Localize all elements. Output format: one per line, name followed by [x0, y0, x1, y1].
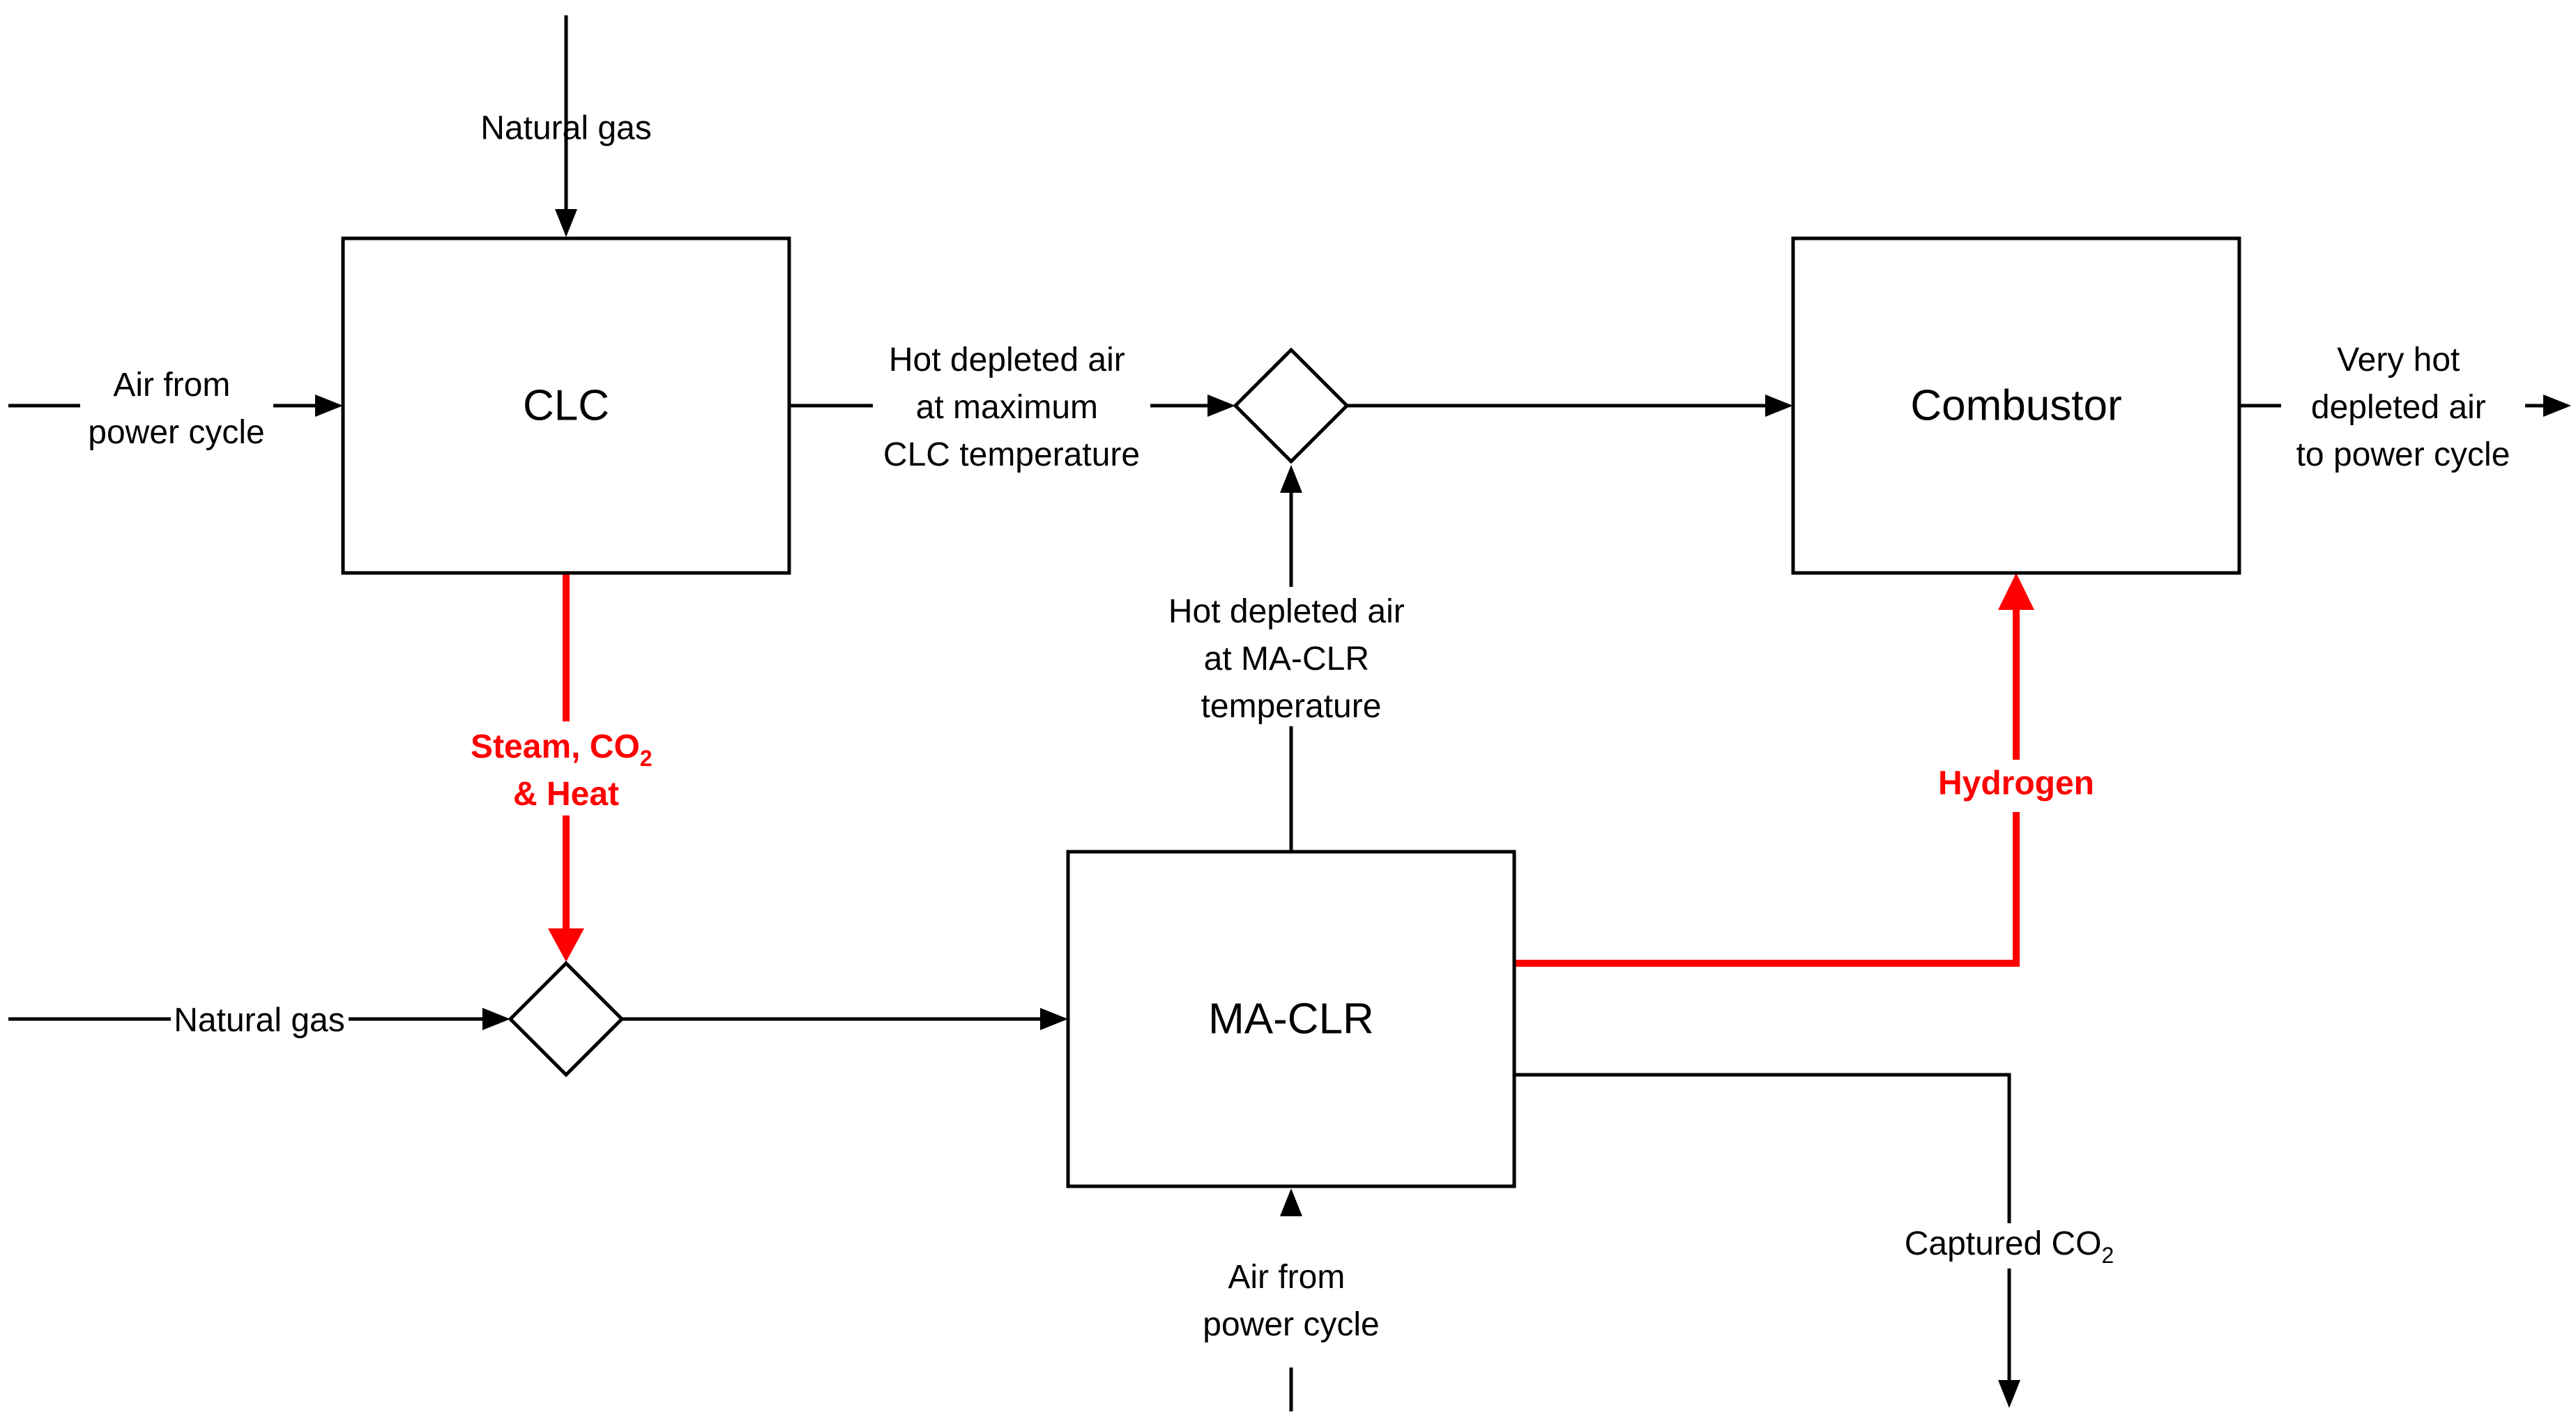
captured-co2-arrowhead — [1998, 1380, 2020, 1408]
steam-co2-heat-line-2: & Heat — [513, 776, 619, 813]
clc-outlet-arrowhead — [1207, 395, 1235, 417]
very-hot-depleted-air-line-1: Very hot — [2337, 342, 2460, 378]
very-hot-depleted-air-label: Very hot depleted air to power cycle — [2296, 342, 2510, 473]
captured-co2-prefix: Captured CO — [1905, 1225, 2102, 1262]
captured-co2-label: Captured CO2 — [1905, 1225, 2114, 1268]
natural-gas-bottom-arrowhead — [482, 1008, 510, 1030]
hot-depleted-air-ma-clr-line-1: Hot depleted air — [1168, 593, 1405, 630]
steam-co2-heat-line-1: Steam, CO2 — [471, 728, 653, 771]
ma-clr-to-mixer-arrowhead — [1280, 465, 1302, 493]
air-from-power-cycle-left-label: Air from power cycle — [88, 367, 264, 451]
combustor-outlet-arrowhead — [2543, 395, 2571, 417]
very-hot-depleted-air-line-2: depleted air — [2311, 389, 2486, 426]
hydrogen-line-a — [1514, 812, 2020, 967]
ma-clr-label: MA-CLR — [1208, 995, 1374, 1043]
combustor-label: Combustor — [1910, 382, 2121, 430]
clc-block — [341, 236, 791, 575]
captured-co2-line-a — [1514, 1073, 2011, 1223]
top-mixer-junction — [1233, 347, 1350, 464]
natural-gas-top-arrowhead — [555, 209, 577, 237]
air-bottom-line-2: power cycle — [1203, 1306, 1379, 1343]
hot-depleted-air-ma-clr-label: Hot depleted air at MA-CLR temperature — [1168, 593, 1414, 725]
air-bottom-arrowhead — [1280, 1188, 1302, 1216]
hot-depleted-air-max-clc-label: Hot depleted air at maximum CLC temperat… — [883, 342, 1140, 473]
mixer-to-combustor-arrowhead — [1765, 395, 1793, 417]
ma-clr-block — [1066, 850, 1516, 1188]
air-from-power-cycle-bottom-label: Air from power cycle — [1203, 1259, 1379, 1343]
hot-depleted-air-max-clc-line-3: CLC temperature — [883, 436, 1140, 473]
natural-gas-bottom-label: Natural gas — [174, 1002, 344, 1039]
air-left-line-1: Air from — [113, 367, 230, 404]
mixer-to-ma-clr-arrowhead — [1040, 1008, 1068, 1030]
air-left-arrowhead — [315, 395, 343, 417]
clc-label: CLC — [523, 382, 609, 430]
very-hot-depleted-air-line-3: to power cycle — [2296, 436, 2510, 473]
natural-gas-top-label: Natural gas — [480, 110, 651, 147]
hot-depleted-air-max-clc-line-2: at maximum — [916, 389, 1098, 426]
steam-co2-subscript: 2 — [640, 746, 653, 771]
air-bottom-line-1: Air from — [1228, 1259, 1345, 1296]
bottom-mixer-junction — [508, 960, 625, 1078]
air-left-line-2: power cycle — [88, 414, 264, 451]
hydrogen-label: Hydrogen — [1938, 765, 2094, 802]
steam-co2-heat-label: Steam, CO2 & Heat — [471, 728, 662, 813]
hot-depleted-air-ma-clr-line-2: at MA-CLR — [1204, 641, 1369, 677]
combustor-block — [1791, 236, 2241, 575]
hot-depleted-air-max-clc-line-1: Hot depleted air — [889, 342, 1125, 378]
steam-co2-prefix: Steam, CO — [471, 728, 640, 765]
hydrogen-arrowhead — [1998, 573, 2034, 610]
captured-co2-subscript: 2 — [2102, 1243, 2114, 1268]
steam-co2-heat-arrowhead — [548, 928, 584, 962]
hot-depleted-air-ma-clr-line-3: temperature — [1201, 688, 1382, 725]
